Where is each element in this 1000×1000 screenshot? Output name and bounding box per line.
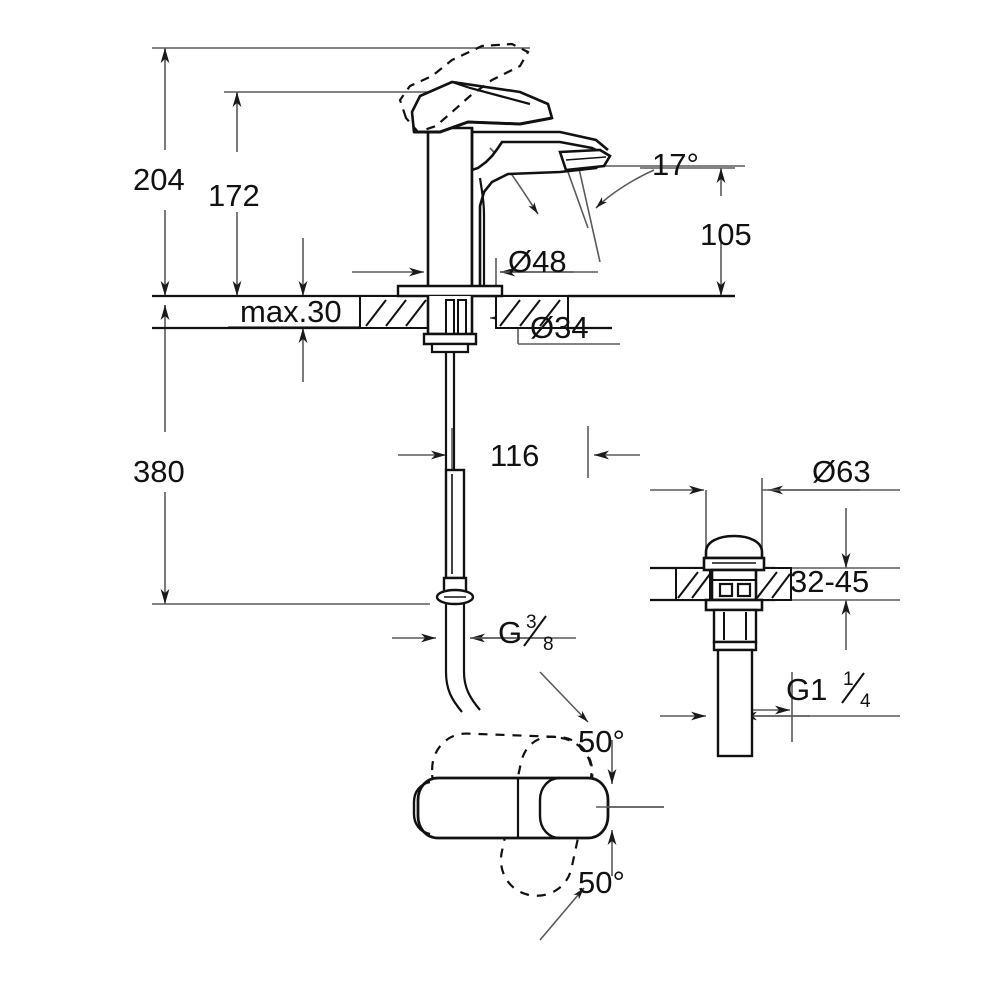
faucet-body-column [426,126,474,294]
drain-collar [704,598,764,612]
label-total-height: 380 [133,454,185,489]
label-drain-cap-dia: Ø63 [812,454,871,489]
label-spout-angle: 17° [652,147,699,182]
faucet-side-elevation [152,42,735,713]
drain-thread-denominator: 4 [860,691,871,712]
handle-ghost-right [499,735,593,897]
handle-outline [416,776,610,840]
inlet-thread-denominator: 8 [543,634,554,655]
shank-bore [445,299,455,335]
handle-plan-view [412,732,664,897]
label-deck-thickness: max.30 [240,294,342,329]
inlet-tails [435,352,481,713]
base-flange [396,284,504,298]
lever-handle [410,80,554,134]
svg-text:G: G [498,615,522,650]
inlet-thread-numerator: 3 [526,612,537,633]
pop-up-drain-section [650,534,792,758]
basin-hatch-left [675,567,711,601]
handle-outer-edge [412,780,431,836]
svg-text:G1: G1 [786,672,827,707]
mounting-washer [430,342,470,354]
drain-thread-numerator: 1 [843,669,854,690]
drain-lock-nut [712,608,758,644]
label-projection: 105 [700,217,752,252]
deck-section-right [495,294,735,330]
label-shank-dia: Ø34 [530,310,589,345]
dim-hose-offset [398,426,640,478]
deck-section-left [359,295,429,329]
dim-drain-deck-range [775,508,900,650]
lever-handle-raised-ghost [398,42,530,134]
mounting-nut [422,332,478,346]
spout-inner-edge [478,177,486,292]
label-flange-dia: Ø48 [508,244,567,279]
drain-cap [704,534,764,560]
label-hose-offset: 116 [490,438,539,473]
basin-hatch-right [754,567,792,601]
label-height-spout: 172 [208,178,260,213]
label-inlet-thread: G 3 8 [498,612,554,655]
dim-height-total [152,47,530,296]
drain-tailpipe [716,648,754,758]
spout-top-edge [472,130,609,151]
shank-bore-2 [457,299,467,335]
dimension-labels-layer: 204 172 max.30 Ø48 Ø34 17° 105 380 116 G… [133,147,871,900]
label-drain-thread: G1 1 4 [786,669,871,712]
label-swivel-left: 50° [578,724,625,759]
aerator [558,148,612,172]
drain-cap-rim [702,556,766,572]
label-drain-deck-range: 32-45 [790,564,869,599]
handle-cap-edge [538,776,561,840]
dim-drain-cap-dia [650,478,900,548]
label-height-total: 204 [133,162,185,197]
dim-total-height [152,305,430,605]
label-swivel-right: 50° [578,865,625,900]
